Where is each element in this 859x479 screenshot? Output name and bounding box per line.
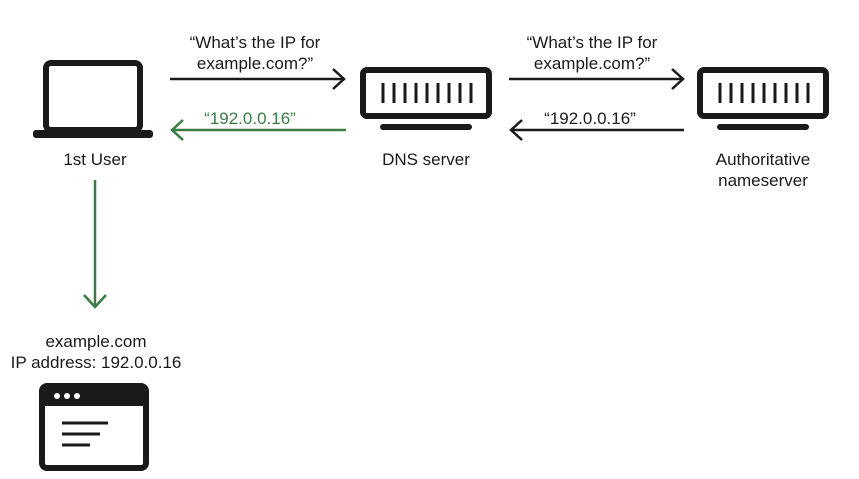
nameserver-label: Authoritative nameserver [683,149,843,191]
query-message-dns-line2: example.com?” [533,54,651,73]
dns-server-label: DNS server [382,150,470,169]
query-message-user-line2: example.com?” [196,54,314,73]
nameserver-label-line1: Authoritative [715,150,811,169]
dns-server-icon [360,67,492,130]
website-domain: example.com [45,332,147,351]
browser-window-icon [39,383,149,471]
arrow-auth-to-dns [509,119,684,141]
laptop-icon [33,60,153,138]
nameserver-icon [697,67,829,130]
answer-message-from-auth: “192.0.0.16” [544,109,636,128]
arrow-user-to-dns [170,68,346,90]
query-message-dns: “What’s the IP for example.com?” [497,32,687,74]
query-message-user-line1: “What’s the IP for [189,33,321,52]
query-message-user: “What’s the IP for example.com?” [160,32,350,74]
arrow-dns-to-auth [509,68,685,90]
user-label: 1st User [63,150,127,169]
nameserver-label-line2: nameserver [718,171,808,190]
query-message-dns-line1: “What’s the IP for [526,33,658,52]
website-label: example.com IP address: 192.0.0.16 [0,331,192,373]
arrow-user-to-website [83,180,107,309]
arrow-dns-to-user [170,119,346,141]
website-ip-address: IP address: 192.0.0.16 [10,353,182,372]
answer-message-to-user: “192.0.0.16” [204,109,296,128]
